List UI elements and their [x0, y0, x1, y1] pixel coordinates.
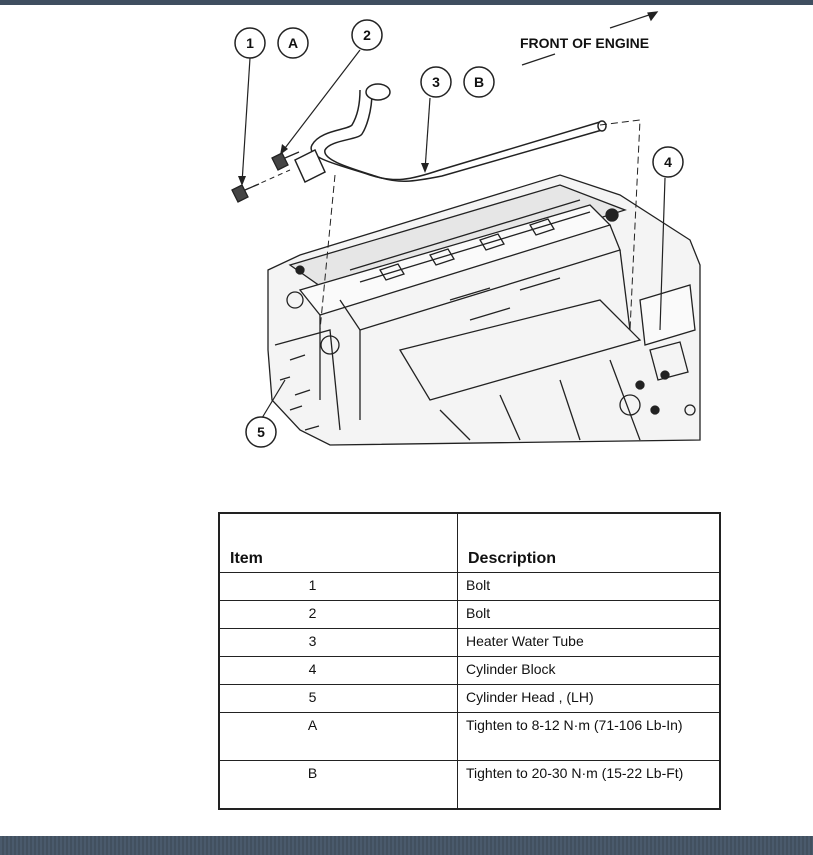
- callout-2-label: 2: [363, 27, 371, 43]
- description-cell: Tighten to 20-30 N·m (15-22 Lb-Ft): [457, 760, 721, 810]
- bolt-2-drawing: [271, 151, 300, 171]
- table-row: A Tighten to 8-12 N·m (71-106 Lb-In): [218, 712, 721, 761]
- leader-lines: [241, 49, 666, 419]
- callout-3: 3: [420, 66, 452, 98]
- leader-arrowheads: [238, 144, 429, 186]
- table-row: 1 Bolt: [218, 572, 721, 601]
- table-header-row: Item Description: [218, 512, 721, 573]
- table-row: 2 Bolt: [218, 600, 721, 629]
- callout-3-label: 3: [432, 74, 440, 90]
- item-cell: B: [218, 760, 458, 810]
- callout-4: 4: [652, 146, 684, 178]
- callout-1: 1: [234, 27, 266, 59]
- callout-5-label: 5: [257, 424, 265, 440]
- callout-A: A: [277, 27, 309, 59]
- description-cell: Bolt: [457, 572, 721, 601]
- callout-B: B: [463, 66, 495, 98]
- item-cell: 5: [218, 684, 458, 713]
- callout-2: 2: [351, 19, 383, 51]
- heater-water-tube: [294, 83, 607, 184]
- callout-B-label: B: [474, 74, 484, 90]
- description-cell: Tighten to 8-12 N·m (71-106 Lb-In): [457, 712, 721, 761]
- callout-5: 5: [245, 416, 277, 448]
- engine-block-drawing: [267, 174, 701, 446]
- table-row: B Tighten to 20-30 N·m (15-22 Lb-Ft): [218, 760, 721, 810]
- guide-lines: [244, 119, 641, 331]
- engine-diagram: FRONT OF ENGINE 1 A 2 3 B 4 5: [231, 11, 701, 448]
- callout-4-label: 4: [664, 154, 672, 170]
- description-cell: Heater Water Tube: [457, 628, 721, 657]
- callout-1-label: 1: [246, 35, 254, 51]
- description-cell: Cylinder Block: [457, 656, 721, 685]
- callout-A-label: A: [288, 35, 298, 51]
- description-cell: Cylinder Head , (LH): [457, 684, 721, 713]
- description-cell: Bolt: [457, 600, 721, 629]
- front-arrows: [521, 11, 659, 66]
- bottom-frame-bar: [0, 836, 813, 855]
- top-frame-bar: [0, 0, 813, 5]
- item-column-header: Item: [218, 512, 458, 573]
- parts-table: Item Description 1 Bolt 2 Bolt 3 Heater …: [218, 512, 721, 810]
- table-row: 4 Cylinder Block: [218, 656, 721, 685]
- item-cell: 2: [218, 600, 458, 629]
- item-cell: 3: [218, 628, 458, 657]
- item-cell: 1: [218, 572, 458, 601]
- item-cell: A: [218, 712, 458, 761]
- table-row: 3 Heater Water Tube: [218, 628, 721, 657]
- front-of-engine-label: FRONT OF ENGINE: [520, 35, 649, 51]
- description-column-header: Description: [457, 512, 721, 573]
- table-row: 5 Cylinder Head , (LH): [218, 684, 721, 713]
- item-cell: 4: [218, 656, 458, 685]
- bolt-1-drawing: [231, 183, 260, 203]
